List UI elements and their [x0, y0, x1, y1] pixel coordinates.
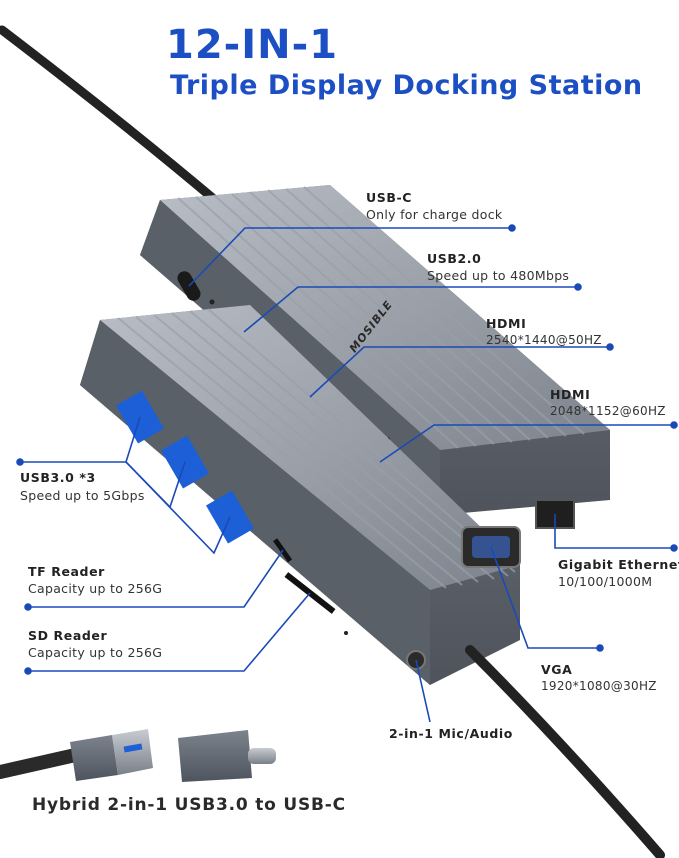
audio-label: 2-in-1 Mic/Audio — [389, 726, 513, 741]
callout-line-audio — [415, 659, 431, 723]
lower-dock — [80, 305, 521, 685]
usbc-label: USB-C — [366, 190, 413, 205]
sd-label: SD Reader — [28, 628, 108, 643]
tf-desc: Capacity up to 256G — [28, 581, 163, 596]
ethernet-desc: 10/100/1000M — [558, 574, 653, 589]
callout-line-usb2 — [243, 286, 578, 333]
hdmi2-desc: 2048*1152@60HZ — [550, 404, 666, 418]
usb3-label: USB3.0 *3 — [20, 470, 96, 485]
sd-desc: Capacity up to 256G — [28, 645, 163, 660]
vga-label: VGA — [541, 662, 573, 677]
usb2-desc: Speed up to 480Mbps — [427, 268, 570, 283]
usb3-desc: Speed up to 5Gbps — [20, 488, 145, 503]
usb-c-adapter-illustration — [178, 730, 276, 782]
hdmi2-label: HDMI — [550, 387, 591, 402]
usb2-label: USB2.0 — [427, 251, 482, 266]
tf-label: TF Reader — [28, 564, 105, 579]
callout-line-tf — [28, 549, 284, 608]
callout-line-hdmi2 — [379, 424, 674, 463]
dock-cable — [0, 25, 220, 205]
hdmi1-desc: 2540*1440@50HZ — [486, 333, 602, 347]
vga-desc: 1920*1080@30HZ — [541, 679, 657, 693]
callout-line-usbc — [188, 227, 512, 287]
usbc-desc: Only for charge dock — [366, 207, 503, 222]
page-title: 12-IN-1 — [166, 22, 339, 68]
callout-line-vga — [490, 546, 600, 649]
usb-a-plug-illustration — [0, 729, 153, 781]
hdmi1-label: HDMI — [486, 316, 527, 331]
callout-line-usb3 — [20, 416, 141, 463]
page-subtitle: Triple Display Docking Station — [170, 70, 643, 101]
adapter-caption: Hybrid 2-in-1 USB3.0 to USB-C — [32, 795, 346, 815]
callout-line-ethernet — [554, 514, 674, 549]
callout-line-sd — [28, 592, 311, 672]
callout-line-hdmi1 — [309, 346, 610, 398]
lower-cable — [465, 645, 665, 858]
ethernet-label: Gigabit Ethernet — [558, 557, 679, 572]
